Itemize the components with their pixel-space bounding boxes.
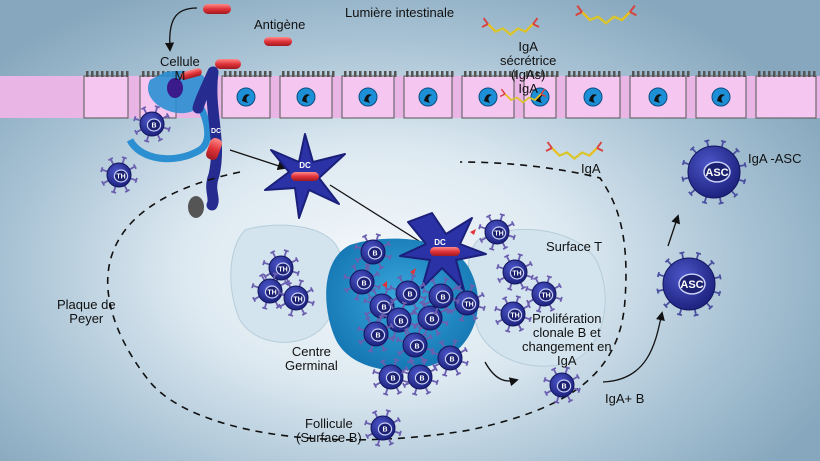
iga-molecule: [575, 4, 637, 25]
b-cell-label: B: [407, 292, 412, 299]
b-cell-label: B: [414, 344, 419, 351]
epithelial-cell: [755, 71, 817, 119]
iga-molecule: [545, 141, 604, 160]
b-cell-label: B: [419, 376, 424, 383]
epithelial-cell: [341, 71, 397, 119]
b-cell: B: [422, 277, 460, 315]
b-cell: B: [357, 315, 395, 353]
b-cell: B: [431, 339, 469, 377]
t-helper-cell-label: TH: [494, 231, 503, 238]
t-helper-cell: TH: [494, 295, 532, 333]
b-cell-label: B: [382, 427, 387, 434]
antigen-label: Antigène: [254, 17, 306, 32]
t-helper-cell-label: TH: [278, 267, 287, 274]
m-cell-label: Cellule M: [160, 54, 200, 83]
t-helper-cell-label: TH: [512, 271, 521, 278]
b-cell: B: [372, 358, 410, 396]
asc-label: ASC: [705, 167, 728, 179]
flow-arrows: [164, 7, 681, 387]
dc-label: DC: [434, 238, 446, 247]
t-helper-cell: TH: [525, 275, 563, 313]
asc-cell: ASC: [681, 139, 747, 205]
dendritic-cell: DC: [399, 212, 487, 291]
proliferation-label: Prolifération clonale B et changement en…: [522, 311, 612, 368]
b-cell: B: [133, 105, 171, 143]
epithelial-cell: [403, 71, 454, 119]
iga-b-label: IgA+ B: [605, 391, 645, 406]
b-cell-label: B: [449, 357, 454, 364]
apoptotic-cell: [188, 196, 204, 218]
follicle-label: Follicule (Surface B): [296, 416, 362, 445]
t-helper-cell: TH: [478, 213, 516, 251]
b-cell: B: [343, 263, 381, 301]
epithelial-cell: [461, 71, 517, 119]
surface-t-label: Surface T: [546, 239, 603, 254]
asc-cell: ASC: [656, 251, 722, 317]
t-helper-cell-label: TH: [510, 313, 519, 320]
b-cell-label: B: [151, 123, 156, 130]
b-cell-label: B: [361, 281, 366, 288]
iga-molecules: [481, 4, 637, 160]
peyer-patch-outline: [106, 161, 627, 441]
b-cell-label: B: [390, 376, 395, 383]
b-cell: B: [396, 326, 434, 364]
b-cell: B: [401, 358, 439, 396]
t-helper-cell-label: TH: [293, 297, 302, 304]
epithelial-cell: [629, 71, 690, 119]
b-cell-label: B: [375, 333, 380, 340]
b-cell-label: B: [372, 251, 377, 258]
antigen-particles: [180, 4, 292, 80]
iga-molecule: [499, 88, 547, 104]
immune-cells: TH TH TH TH TH TH TH TH TH B B B B B B B B B B B B B B B ASC ASC: [100, 105, 747, 447]
iga-label: IgA: [581, 161, 601, 176]
epithelial-cell: [695, 71, 747, 119]
b-cell-label: B: [440, 295, 445, 302]
m-cell: [126, 70, 212, 163]
b-cell-label: B: [398, 319, 403, 326]
t-helper-cell: TH: [100, 156, 138, 194]
epithelial-cell: [221, 71, 272, 119]
dendritic-cell: DC: [264, 133, 346, 219]
lumen-label: Lumière intestinale: [345, 5, 455, 20]
b-cell: B: [354, 233, 392, 271]
peyer-patch-label: Plaque de Peyer: [57, 297, 116, 326]
asc-label: ASC: [680, 279, 703, 291]
t-helper-cell-label: TH: [116, 174, 125, 181]
b-cell: B: [543, 366, 581, 404]
svg-text:DC: DC: [211, 128, 221, 135]
epithelial-cell: [565, 71, 621, 119]
germinal-center-label: Centre Germinal: [285, 344, 338, 373]
iga-molecule: [481, 17, 540, 36]
antigen-fragment: [206, 138, 222, 160]
secretory-iga-label: IgA sécrétrice (IgAs) IgA: [500, 39, 557, 96]
t-helper-cell-label: TH: [541, 293, 550, 300]
iga-asc-label: IgA -ASC: [748, 151, 802, 166]
b-cell: B: [364, 409, 402, 447]
t-helper-cell-label: TH: [267, 290, 276, 297]
dendritic-cell-intraepithelial: DC: [192, 66, 222, 211]
b-cell-label: B: [561, 384, 566, 391]
t-helper-cell: TH: [277, 279, 315, 317]
t-helper-cell: TH: [251, 272, 289, 310]
t-helper-cell: TH: [496, 253, 534, 291]
t-helper-cell-label: TH: [464, 302, 473, 309]
epithelial-cell: [279, 71, 335, 119]
b-cell: B: [389, 274, 427, 312]
dc-label: DC: [299, 161, 311, 170]
intestinal-epithelium: [0, 71, 820, 119]
b-cell-label: B: [429, 317, 434, 324]
b-cell-label: B: [381, 305, 386, 312]
epithelial-cell: [83, 71, 129, 119]
